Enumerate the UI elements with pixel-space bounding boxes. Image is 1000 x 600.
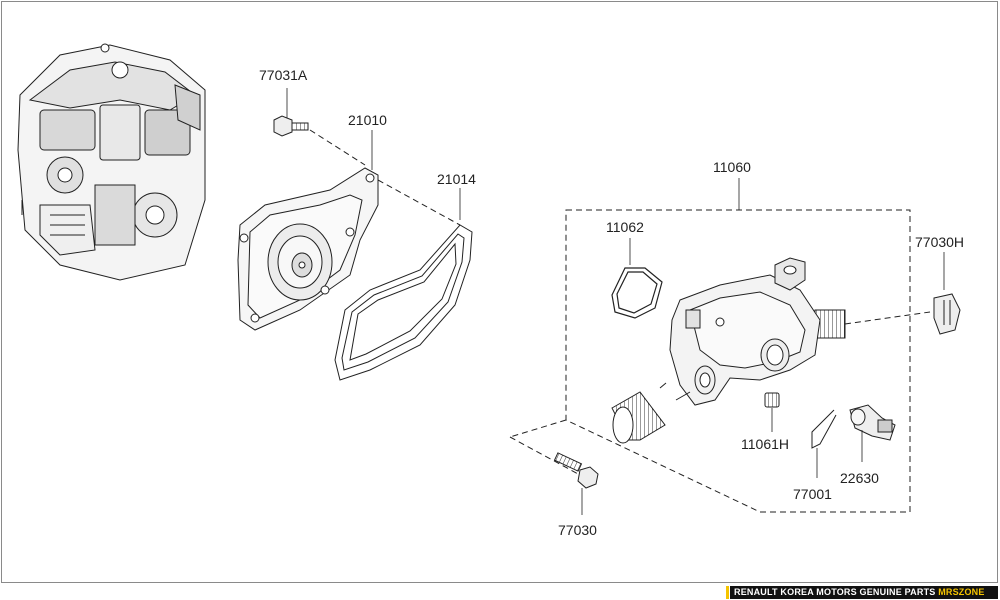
- part-label-11060: 11060: [713, 159, 751, 175]
- part-label-11062: 11062: [606, 219, 644, 235]
- part-label-77031a: 77031A: [259, 67, 308, 83]
- part-label-77030h: 77030H: [915, 234, 964, 250]
- part-label-22630: 22630: [840, 470, 879, 486]
- bolt-77031a-illustration: [273, 88, 366, 166]
- sensor-22630-illustration: [849, 404, 896, 462]
- part-label-21014: 21014: [437, 171, 476, 187]
- housing-group-11060: [509, 178, 911, 513]
- footer-site-text: MRSZONE: [938, 587, 985, 597]
- clip-77001-illustration: [811, 409, 837, 478]
- part-label-21010: 21010: [348, 112, 387, 128]
- footer-brand-text: RENAULT KOREA MOTORS GENUINE PARTS: [734, 587, 936, 597]
- part-label-77001: 77001: [793, 486, 832, 502]
- plug-11061h-illustration: [764, 392, 780, 432]
- engine-assembly-illustration: [17, 43, 206, 281]
- gasket-11062-illustration: [611, 238, 663, 319]
- footer-watermark: RENAULT KOREA MOTORS GENUINE PARTS MRSZO…: [730, 586, 998, 599]
- part-labels: 77031A 21010 21014 11060 11062 77030H 11…: [259, 67, 964, 538]
- part-label-77030: 77030: [558, 522, 597, 538]
- part-label-11061h: 11061H: [741, 436, 789, 452]
- gasket-21014-illustration: [334, 188, 473, 381]
- water-pump-21010-illustration: [237, 130, 461, 331]
- thermostat-housing-illustration: [611, 257, 931, 444]
- footer-accent-bar: [726, 586, 729, 599]
- clip-77030h-illustration: [933, 252, 961, 335]
- bolt-77030-illustration: [553, 452, 599, 515]
